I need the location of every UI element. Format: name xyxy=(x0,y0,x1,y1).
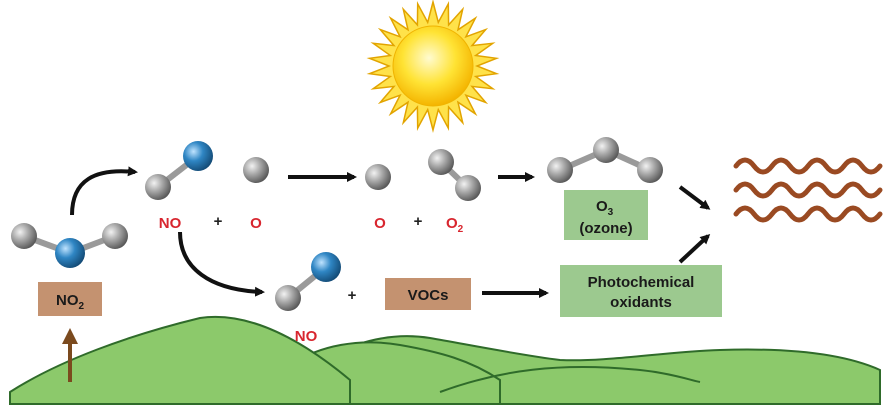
label-o-top: O xyxy=(250,215,262,232)
label-no-bottom: NO xyxy=(295,328,318,345)
molecule-no-top xyxy=(145,141,213,200)
label-plus-bottom: + xyxy=(348,287,357,304)
svg-text:Photochemical: Photochemical xyxy=(588,274,695,291)
smog-wave-1 xyxy=(733,157,883,175)
svg-text:(ozone): (ozone) xyxy=(579,220,632,237)
arrow-no2-to-no xyxy=(70,166,138,216)
svg-text:oxidants: oxidants xyxy=(610,294,672,311)
box-no2: NO2 xyxy=(38,282,102,316)
molecule-no2 xyxy=(11,223,128,268)
box-vocs: VOCs xyxy=(385,278,471,310)
sun-icon xyxy=(366,0,500,133)
arrow-oxidants-to-smog xyxy=(678,233,711,264)
smog-waves-icon xyxy=(733,157,883,223)
label-plus-2: + xyxy=(414,213,423,230)
label-plus-1: + xyxy=(214,213,223,230)
hill-front xyxy=(9,315,351,405)
molecule-no-bottom xyxy=(275,252,341,311)
atom-o-right xyxy=(365,164,391,190)
label-no-top: NO xyxy=(159,215,182,232)
sun-disk xyxy=(392,25,474,107)
smog-wave-3 xyxy=(733,205,883,223)
smog-wave-2 xyxy=(733,181,883,199)
label-o2: O2 xyxy=(446,215,464,235)
svg-text:O3: O3 xyxy=(596,198,614,218)
molecule-o3 xyxy=(547,137,663,183)
emission-arrow xyxy=(62,328,78,382)
reaction-arrows xyxy=(70,166,711,298)
molecule-o2 xyxy=(428,149,481,201)
atom-o-top xyxy=(243,157,269,183)
box-photochemical-oxidants: Photochemical oxidants xyxy=(560,265,722,317)
svg-text:VOCs: VOCs xyxy=(408,287,449,304)
arrow-no-to-bottom-no xyxy=(178,231,265,297)
label-o-right: O xyxy=(374,215,386,232)
box-o3: O3 (ozone) xyxy=(564,190,648,240)
hills xyxy=(9,315,881,405)
arrow-o3-to-smog xyxy=(678,185,711,210)
svg-text:NO2: NO2 xyxy=(56,292,85,312)
